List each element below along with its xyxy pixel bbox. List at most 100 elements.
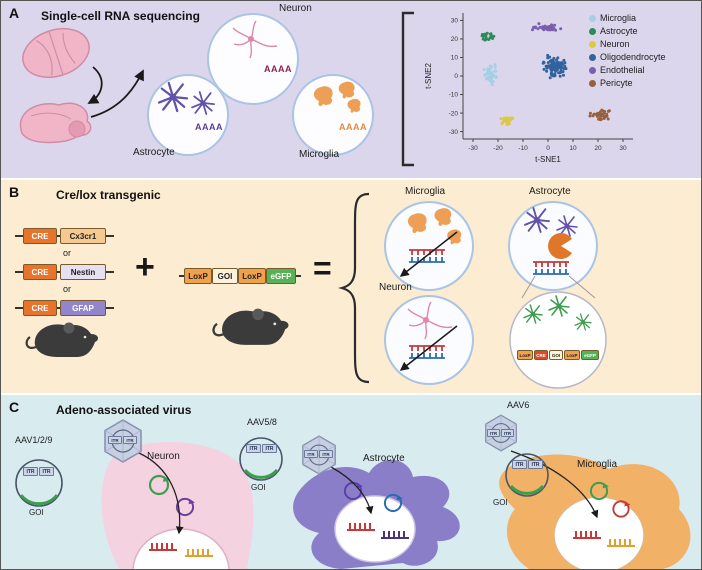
panel-c-artwork [15,414,691,569]
arrow-brain-down [87,66,103,104]
legend-item: Neuron [589,39,666,49]
itr-box: ITR [123,436,137,444]
loxp-box: LoxP [184,268,212,284]
legend-dot [589,66,596,74]
loxp-box: LoxP [238,268,266,284]
itr-box: ITR [512,460,527,469]
goi-label: GOI [29,508,44,517]
legend-label: Pericyte [600,78,633,88]
nucleus [553,496,645,569]
svg-text:10: 10 [451,55,459,62]
recombined-construct: LoxP CRE GOI LoxP eGFP [517,350,599,360]
itr-box: ITR [108,436,122,444]
polya-tail: AAAA [264,64,292,74]
svg-text:30: 30 [619,145,627,152]
legend-item: Microglia [589,13,666,23]
plus-operator: + [135,248,155,286]
svg-text:-10: -10 [449,92,459,99]
reporter-construct: LoxP GOI LoxP eGFP [179,268,301,284]
promoter-box: Cx3cr1 [60,228,106,244]
legend-dot [589,14,596,22]
equals-operator: = [313,250,332,286]
panel-a-artwork [19,11,414,167]
microglia-label: Microglia [405,186,446,197]
curly-brace [338,192,370,384]
svg-text:30: 30 [451,18,459,25]
svg-text:-30: -30 [449,129,459,136]
astrocyte-label: Astrocyte [363,453,405,464]
legend-dot [589,27,596,35]
microglia-label: Microglia [299,149,340,160]
cre-enzyme-icon [548,233,572,259]
itr-box: ITR [246,444,261,453]
itr-box: ITR [501,429,514,437]
goi-box: GOI [549,350,563,360]
zoom-line [568,275,596,299]
itr-pair: ITR ITR [246,444,277,453]
svg-text:-30: -30 [468,145,478,152]
panel-c-label: C [9,399,20,415]
legend-item: Oligodendrocyte [589,52,666,62]
panel-c-title: Adeno-associated virus [56,403,192,417]
svg-text:0: 0 [454,73,458,80]
arrow-brain-up [90,69,144,118]
goi-label: GOI [493,498,508,507]
aav-genome-plasmid [505,453,549,497]
or-label: or [63,248,72,258]
itr-box: ITR [262,444,277,453]
cre-construct-nestin: CRE Nestin [15,264,114,280]
neuron-label: Neuron [147,451,180,462]
goi-label: GOI [251,483,266,492]
svg-text:t-SNE2: t-SNE2 [424,63,433,89]
brain-sagittal-icon [19,102,92,144]
legend-dot [589,79,596,87]
legend-label: Microglia [600,13,637,23]
goi-box: GOI [212,268,238,284]
itr-box: ITR [39,467,54,476]
legend-label: Astrocyte [600,26,638,36]
aav-genome-plasmid [15,459,63,507]
panel-b-label: B [9,184,20,200]
brain-dorsal-icon [22,27,90,79]
panel-aav: C Adeno-associated virus AAV1/2/9 ITR IT… [1,395,701,569]
svg-text:-20: -20 [493,145,503,152]
neuron-label: Neuron [279,3,312,14]
cre-box: CRE [534,350,548,360]
panel-crelox: B Cre/lox transgenic CRE Cx3cr1 or CRE N… [1,180,701,393]
itr-box: ITR [304,450,318,458]
mouse-icon [212,307,290,347]
itr-box: ITR [23,467,38,476]
panel-scrna-seq: A Single-cell RNA sequencing Neuron Astr… [1,1,701,178]
cre-construct-gfap: CRE GFAP [15,300,114,316]
loxp-box: LoxP [517,350,533,360]
bracket [401,11,414,167]
itr-box: ITR [487,429,500,437]
zoom-line [521,275,536,299]
svg-text:20: 20 [451,36,459,43]
astrocyte-label: Astrocyte [529,186,571,197]
egfp-box: eGFP [581,350,599,360]
recombination-arrow [399,325,458,371]
promoter-box: GFAP [60,300,106,316]
mouse-icon [25,321,100,359]
legend-item: Endothelial [589,65,666,75]
panel-b-title: Cre/lox transgenic [56,188,161,202]
panel-a-label: A [9,5,20,21]
microglia-label: Microglia [577,459,618,470]
svg-text:t-SNE1: t-SNE1 [535,155,561,164]
svg-text:-10: -10 [518,145,528,152]
neuron-label: Neuron [379,282,412,293]
itr-box: ITR [528,460,543,469]
promoter-box: Nestin [60,264,106,280]
itr-box: ITR [319,450,333,458]
panel-a-title: Single-cell RNA sequencing [41,9,200,23]
delivery-arrow [138,452,184,535]
serotype-label: AAV5/8 [247,417,277,427]
legend-item: Astrocyte [589,26,666,36]
cre-construct-cx3cr1: CRE Cx3cr1 [15,228,114,244]
legend-label: Endothelial [600,65,645,75]
cre-box: CRE [23,300,57,316]
